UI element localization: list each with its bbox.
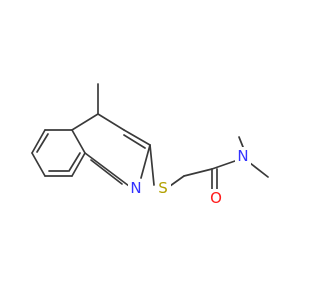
atom-layer: N S O N (128, 147, 251, 207)
bond (140, 144, 151, 179)
bond (31, 129, 46, 154)
bond (211, 160, 236, 170)
bond (71, 129, 86, 154)
bond (36, 133, 49, 153)
bond (97, 113, 125, 131)
bond (31, 152, 46, 177)
atom-label-n2: N (237, 147, 248, 165)
bond (123, 129, 151, 146)
atom-label-n1: N (130, 179, 141, 197)
molecule-structure-diagram: N S O N (31, 83, 269, 207)
bond (71, 113, 99, 131)
bond (249, 162, 269, 178)
bond (90, 159, 123, 185)
bond (123, 134, 146, 149)
bond (149, 144, 155, 186)
bond (84, 152, 130, 187)
bond (71, 152, 86, 177)
atom-label-o: O (210, 189, 222, 207)
bond (169, 175, 185, 187)
atom-label-s: S (158, 179, 168, 197)
bond-layer (31, 83, 269, 190)
bond (183, 168, 213, 177)
bond (68, 152, 81, 172)
